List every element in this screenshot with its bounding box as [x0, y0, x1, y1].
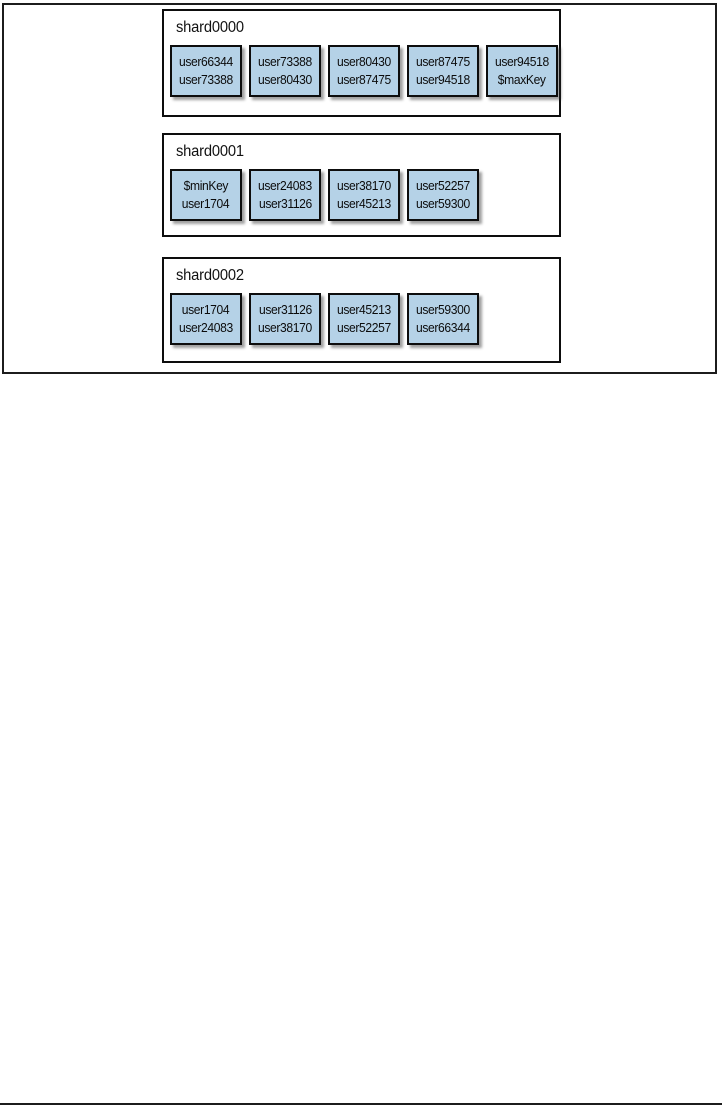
chunk-range-end: user94518: [416, 72, 470, 87]
chunk-box: user80430 user87475: [328, 45, 400, 97]
chunk-box: user94518 $maxKey: [486, 45, 558, 97]
chunk-range-end: $maxKey: [498, 72, 546, 87]
chunk-range-end: user52257: [337, 320, 391, 335]
chunk-range-end: user1704: [182, 196, 230, 211]
chunk-row: $minKey user1704 user24083 user31126 use…: [170, 169, 479, 221]
chunk-row: user66344 user73388 user73388 user80430 …: [170, 45, 558, 97]
chunk-range-start: user87475: [416, 54, 470, 69]
chunk-box: user24083 user31126: [249, 169, 321, 221]
shard-name-label: shard0002: [176, 267, 244, 284]
chunk-range-start: user38170: [337, 178, 391, 193]
chunk-range-start: user24083: [258, 178, 312, 193]
chunk-range-end: user87475: [337, 72, 391, 87]
chunk-range-end: user45213: [337, 196, 391, 211]
chunk-range-end: user66344: [416, 320, 470, 335]
chunk-range-end: user38170: [258, 320, 312, 335]
chunk-box: user59300 user66344: [407, 293, 479, 345]
chunk-range-start: user94518: [495, 54, 549, 69]
chunk-range-start: user73388: [258, 54, 312, 69]
chunk-range-start: user1704: [182, 302, 230, 317]
chunk-range-end: user31126: [258, 196, 312, 211]
shard-box-shard0002: shard0002 user1704 user24083 user31126 u…: [162, 257, 561, 363]
chunk-range-end: user80430: [258, 72, 312, 87]
shard-box-shard0000: shard0000 user66344 user73388 user73388 …: [162, 9, 561, 117]
chunk-range-start: user59300: [416, 302, 470, 317]
chunk-box: user31126 user38170: [249, 293, 321, 345]
chunk-range-start: user45213: [337, 302, 391, 317]
chunk-range-end: user73388: [179, 72, 233, 87]
shard-box-shard0001: shard0001 $minKey user1704 user24083 use…: [162, 133, 561, 237]
chunk-box: user45213 user52257: [328, 293, 400, 345]
chunk-box: user73388 user80430: [249, 45, 321, 97]
chunk-box: user1704 user24083: [170, 293, 242, 345]
chunk-range-start: user80430: [337, 54, 391, 69]
page-bottom-rule: [0, 1103, 722, 1105]
chunk-box: user52257 user59300: [407, 169, 479, 221]
chunk-row: user1704 user24083 user31126 user38170 u…: [170, 293, 479, 345]
chunk-range-start: $minKey: [183, 178, 229, 193]
shard-name-label: shard0000: [176, 19, 244, 36]
chunk-box: user66344 user73388: [170, 45, 242, 97]
shard-name-label: shard0001: [176, 143, 244, 160]
chunk-range-end: user59300: [416, 196, 470, 211]
chunk-range-start: user66344: [179, 54, 233, 69]
chunk-box: user87475 user94518: [407, 45, 479, 97]
chunk-range-start: user52257: [416, 178, 470, 193]
chunk-box: user38170 user45213: [328, 169, 400, 221]
chunk-box: $minKey user1704: [170, 169, 242, 221]
chunk-range-end: user24083: [179, 320, 233, 335]
chunk-range-start: user31126: [258, 302, 312, 317]
